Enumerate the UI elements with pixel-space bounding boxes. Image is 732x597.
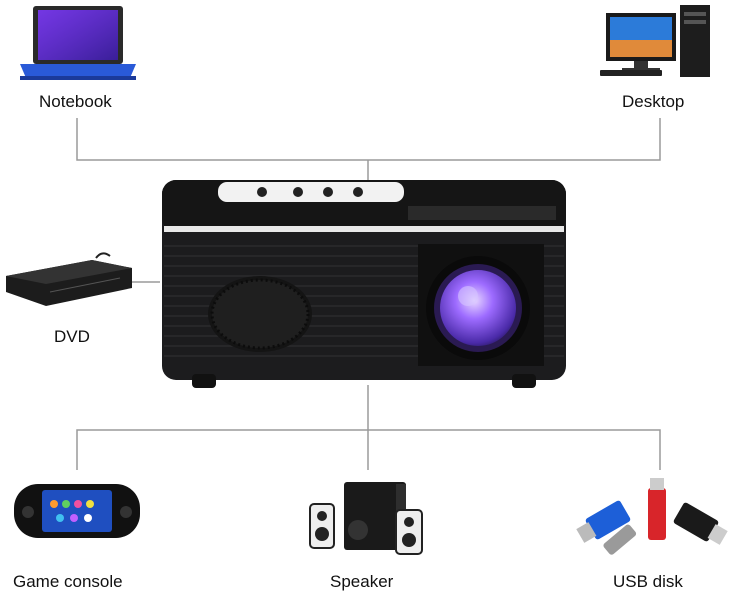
desktop-computer-icon xyxy=(600,5,710,77)
connector-lines xyxy=(76,118,661,470)
desktop-label: Desktop xyxy=(622,92,685,111)
usb-disk-label: USB disk xyxy=(613,572,683,591)
dvd-label: DVD xyxy=(54,327,90,346)
notebook-label: Notebook xyxy=(39,92,112,111)
game-console-label: Game console xyxy=(13,572,123,591)
speaker-set-icon xyxy=(309,482,423,555)
speaker-label: Speaker xyxy=(330,572,394,591)
mini-projector-icon xyxy=(162,180,566,388)
usb-flash-drives-icon xyxy=(576,478,728,555)
dvd-player-icon xyxy=(6,252,132,306)
laptop-icon xyxy=(20,6,136,80)
handheld-game-console-icon xyxy=(14,484,140,538)
